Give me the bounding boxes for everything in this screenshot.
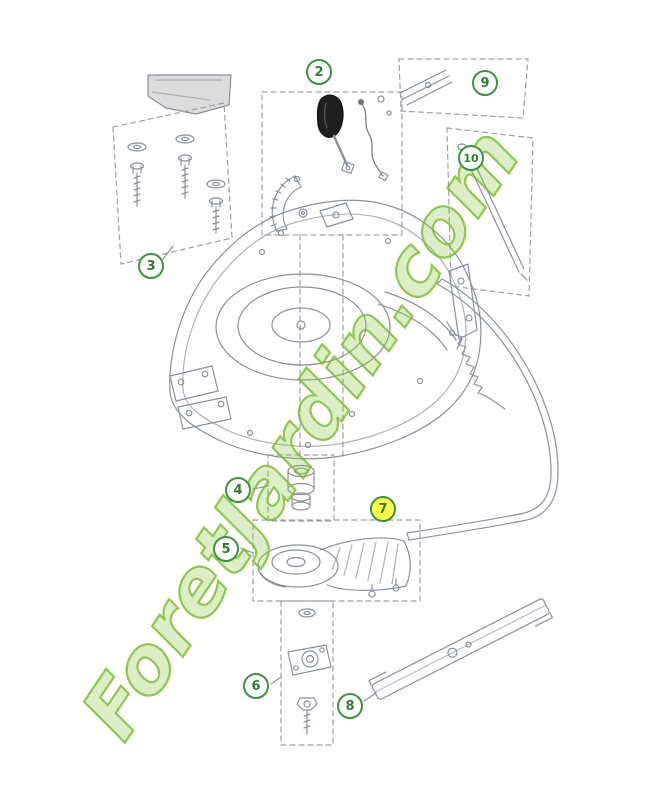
mower-deck-drawing: [169, 199, 482, 460]
control-cable: [358, 95, 392, 182]
callout-3[interactable]: 3: [138, 253, 164, 279]
cutoff-part-drawing: [147, 74, 232, 115]
lever-knob: [316, 94, 344, 138]
bearing-box: [267, 454, 335, 522]
tension-spring: [446, 321, 506, 410]
bolt-3: [206, 179, 226, 234]
callout-10[interactable]: 10: [458, 145, 484, 171]
guard-bar: [406, 278, 559, 541]
bolt-1: [127, 142, 147, 207]
mount-plate-box: [280, 600, 334, 746]
sector-quadrant: [269, 175, 308, 237]
callout-4[interactable]: 4: [225, 477, 251, 503]
callout-9[interactable]: 9: [472, 70, 498, 96]
bolt-2: [175, 134, 195, 199]
callout-7[interactable]: 7: [370, 496, 396, 522]
callout-6[interactable]: 6: [243, 673, 269, 699]
blade-drawing: [368, 598, 553, 700]
callout-leader-lines: [162, 245, 377, 702]
deck-left-brackets: [169, 365, 232, 430]
callout-2[interactable]: 2: [306, 59, 332, 85]
callout-5[interactable]: 5: [213, 536, 239, 562]
blade-adapter-box: [252, 519, 421, 602]
upper-handlebar-box: [398, 58, 529, 119]
callout-8[interactable]: 8: [337, 693, 363, 719]
handle-assembly-box: [261, 91, 403, 457]
hardware-group-box: [112, 102, 233, 265]
